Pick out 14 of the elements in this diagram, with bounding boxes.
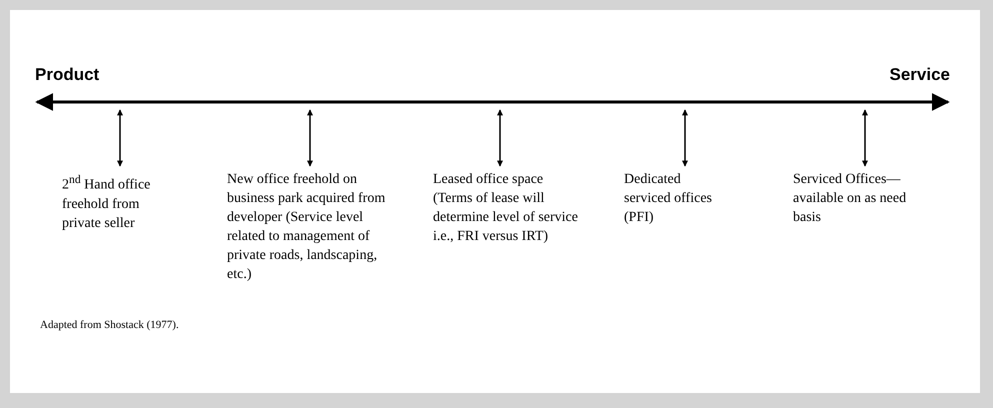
caption: Adapted from Shostack (1977). [40, 318, 179, 333]
description-text: Serviced Offices—available on as need basis [793, 170, 913, 227]
double-arrow [862, 109, 868, 167]
description-text: Leased office space (Terms of lease will determine level of service i.e., FRI versus IRT) [433, 170, 583, 246]
axis-end-label: Product [35, 65, 100, 85]
double-arrow-axis [35, 93, 950, 111]
double-arrow [117, 109, 123, 167]
double-arrow [307, 109, 313, 167]
double-arrow [497, 109, 503, 167]
axis-end-label: Service [890, 65, 950, 85]
description-text: Dedicated serviced offices (PFI) [624, 170, 719, 227]
double-arrow [682, 109, 688, 167]
description-text: New office freehold on business park acquired from developer (Service level related to management of private roads, landscaping, etc.) [227, 170, 402, 284]
description-text: 2$^{nd}$ Hand office freehold from private seller [62, 170, 157, 233]
